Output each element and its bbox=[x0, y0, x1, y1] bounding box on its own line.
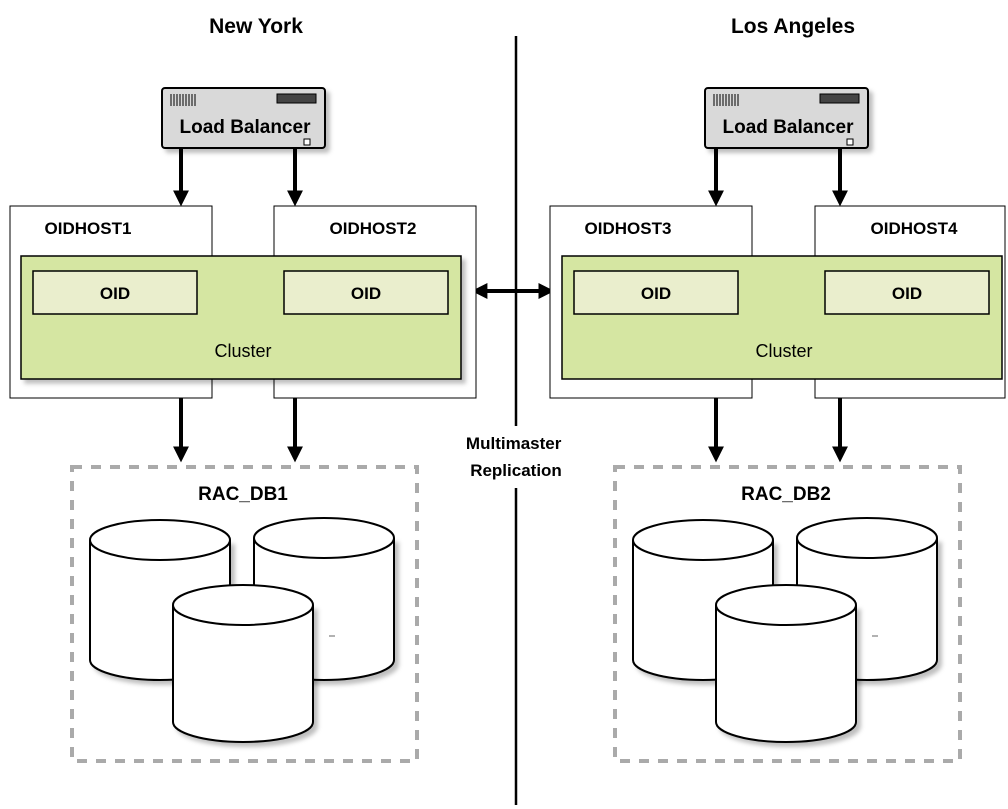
vent-icon bbox=[170, 94, 196, 106]
site-title: New York bbox=[209, 15, 303, 38]
display-icon bbox=[276, 93, 317, 104]
display-icon bbox=[819, 93, 860, 104]
cluster-label: Cluster bbox=[214, 341, 271, 361]
host-label-2: OIDHOST2 bbox=[330, 219, 417, 238]
host-label-4: OIDHOST4 bbox=[871, 219, 958, 238]
oid-label-3: OID bbox=[641, 284, 671, 303]
power-light-icon bbox=[303, 138, 311, 146]
oid-box-4 bbox=[824, 270, 990, 315]
site-new-york: New York Load Balancer OIDHOST1 OIDHOST2 bbox=[9, 15, 477, 763]
load-balancer: Load Balancer bbox=[704, 87, 869, 149]
db-label: RAC_DB1 bbox=[198, 484, 288, 505]
replication-label: Multimaster Replication bbox=[466, 434, 566, 480]
power-light-icon bbox=[846, 138, 854, 146]
db-group-box bbox=[70, 465, 419, 763]
replication-line-1: Multimaster bbox=[466, 434, 562, 453]
load-balancer: Load Balancer bbox=[161, 87, 326, 149]
oid-box-2 bbox=[283, 270, 449, 315]
oid-box-1 bbox=[32, 270, 198, 315]
oid-label-4: OID bbox=[892, 284, 922, 303]
load-balancer-label: Load Balancer bbox=[723, 117, 855, 138]
replication-line-2: Replication bbox=[470, 461, 562, 480]
site-los-angeles: Los Angeles Load Balancer OIDHOST3 OIDHO… bbox=[549, 15, 1006, 763]
db-group-box bbox=[613, 465, 962, 763]
site-title: Los Angeles bbox=[731, 15, 855, 38]
oid-label-2: OID bbox=[351, 284, 381, 303]
load-balancer-label: Load Balancer bbox=[180, 117, 312, 138]
database-cylinder-icon bbox=[715, 584, 857, 743]
oid-box-3 bbox=[573, 270, 739, 315]
vent-icon bbox=[713, 94, 739, 106]
db-label: RAC_DB2 bbox=[741, 484, 831, 505]
cluster-label: Cluster bbox=[755, 341, 812, 361]
oid-label-1: OID bbox=[100, 284, 130, 303]
host-label-3: OIDHOST3 bbox=[585, 219, 672, 238]
database-cylinder-icon bbox=[172, 584, 314, 743]
host-label-1: OIDHOST1 bbox=[45, 219, 132, 238]
